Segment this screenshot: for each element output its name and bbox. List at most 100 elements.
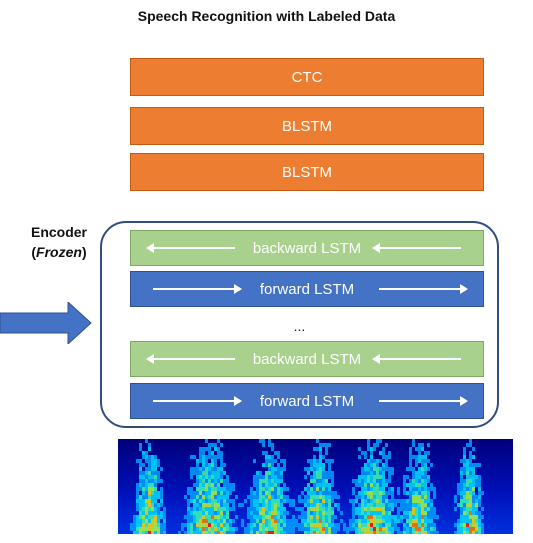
spectrogram-cell (139, 519, 142, 523)
spectrogram-cell (292, 515, 295, 519)
spectrogram-cell (157, 471, 160, 475)
spectrogram-cell (310, 467, 313, 471)
spectrogram-cell (322, 519, 325, 523)
spectrogram-cell (193, 531, 196, 534)
spectrogram-cell (214, 487, 217, 491)
spectrogram-cell (415, 459, 418, 463)
spectrogram-cell (151, 471, 154, 475)
spectrogram-cell (286, 499, 289, 503)
spectrogram-cell (427, 519, 430, 523)
spectrogram-cell (205, 499, 208, 503)
spectrogram-cell (262, 519, 265, 523)
spectrogram-cell (310, 503, 313, 507)
spectrogram-cell (142, 527, 145, 531)
spectrogram-cell (376, 519, 379, 523)
spectrogram-cell (277, 499, 280, 503)
spectrogram-cell (286, 531, 289, 534)
spectrogram-cell (397, 499, 400, 503)
spectrogram-cell (277, 503, 280, 507)
spectrogram-cell (190, 475, 193, 479)
spectrogram-cell (373, 463, 376, 467)
spectrogram-cell (382, 455, 385, 459)
right-arrow-icon (379, 284, 468, 294)
spectrogram-cell (226, 499, 229, 503)
ctc-label: CTC (291, 68, 323, 86)
spectrogram-cell (424, 527, 427, 531)
spectrogram-cell (262, 515, 265, 519)
spectrogram-cell (394, 503, 397, 507)
spectrogram-cell (262, 483, 265, 487)
spectrogram-cell (472, 511, 475, 515)
spectrogram-cell (475, 475, 478, 479)
spectrogram-cell (361, 511, 364, 515)
spectrogram-cell (367, 475, 370, 479)
spectrogram-cell (211, 531, 214, 534)
spectrogram-cell (406, 515, 409, 519)
spectrogram-cell (205, 487, 208, 491)
spectrogram-cell (418, 515, 421, 519)
spectrogram-cell (310, 491, 313, 495)
spectrogram-cell (226, 523, 229, 527)
spectrogram-cell (217, 439, 220, 443)
spectrogram-cell (280, 491, 283, 495)
spectrogram-cell (271, 463, 274, 467)
spectrogram-cell (328, 495, 331, 499)
spectrogram-cell (469, 483, 472, 487)
spectrogram-cell (283, 511, 286, 515)
spectrogram-cell (199, 451, 202, 455)
spectrogram-cell (421, 487, 424, 491)
spectrogram-cell (433, 491, 436, 495)
spectrogram-cell (211, 455, 214, 459)
spectrogram-cell (466, 527, 469, 531)
spectrogram-cell (382, 511, 385, 515)
spectrogram-cell (217, 527, 220, 531)
spectrogram-cell (397, 507, 400, 511)
spectrogram-cell (475, 511, 478, 515)
spectrogram-cell (163, 531, 166, 534)
spectrogram-cell (145, 491, 148, 495)
spectrogram-cell (313, 463, 316, 467)
spectrogram-cell (199, 523, 202, 527)
spectrogram-cell (460, 487, 463, 491)
spectrogram-cell (418, 495, 421, 499)
spectrogram-cell (208, 483, 211, 487)
spectrogram-cell (220, 475, 223, 479)
spectrogram-cell (418, 459, 421, 463)
spectrogram-cell (277, 491, 280, 495)
spectrogram-cell (271, 475, 274, 479)
spectrogram-cell (424, 471, 427, 475)
spectrogram-cell (196, 491, 199, 495)
spectrogram-cell (253, 511, 256, 515)
spectrogram-cell (148, 455, 151, 459)
spectrogram-cell (385, 483, 388, 487)
spectrogram-cell (418, 455, 421, 459)
spectrogram-cell (427, 515, 430, 519)
spectrogram-cell (379, 483, 382, 487)
spectrogram-cell (373, 507, 376, 511)
spectrogram-cell (142, 531, 145, 534)
spectrogram-cell (151, 503, 154, 507)
spectrogram-cell (223, 487, 226, 491)
spectrogram-cell (424, 467, 427, 471)
spectrogram-cell (136, 503, 139, 507)
spectrogram-cell (352, 491, 355, 495)
spectrogram-cell (364, 483, 367, 487)
spectrogram-cell (469, 523, 472, 527)
spectrogram-cell (406, 491, 409, 495)
spectrogram-cell (469, 487, 472, 491)
spectrogram-cell (427, 499, 430, 503)
spectrogram-cell (202, 475, 205, 479)
spectrogram-cell (475, 519, 478, 523)
spectrogram-cell (268, 499, 271, 503)
spectrogram-cell (262, 475, 265, 479)
spectrogram-cell (436, 531, 439, 534)
spectrogram-cell (313, 487, 316, 491)
spectrogram-cell (250, 515, 253, 519)
spectrogram-cell (268, 519, 271, 523)
spectrogram-cell (154, 503, 157, 507)
spectrogram-cell (358, 503, 361, 507)
spectrogram-cell (202, 467, 205, 471)
spectrogram-cell (409, 455, 412, 459)
spectrogram-cell (415, 499, 418, 503)
spectrogram-cell (376, 443, 379, 447)
